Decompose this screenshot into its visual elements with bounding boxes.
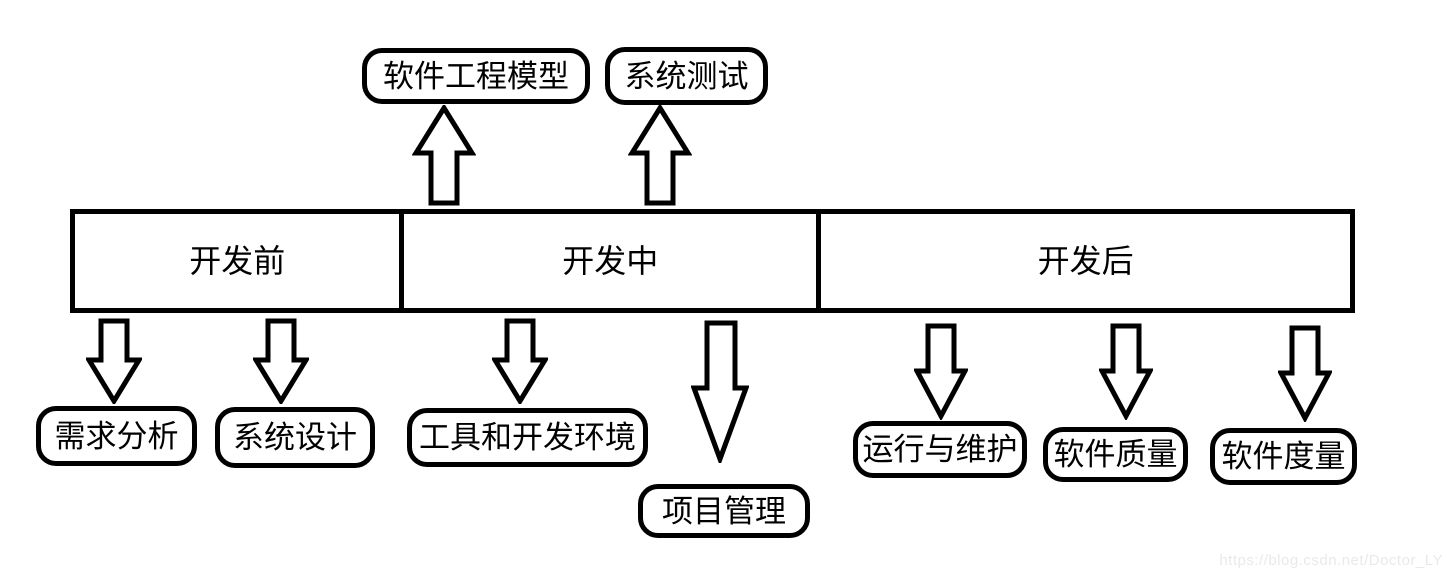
node-tools-and-dev-environment: 工具和开发环境 <box>407 408 648 467</box>
node-system-test: 系统测试 <box>605 47 768 105</box>
node-system-design: 系统设计 <box>215 407 375 468</box>
down-arrow-icon <box>1278 325 1332 422</box>
node-label: 软件度量 <box>1221 439 1346 474</box>
down-arrow-icon <box>691 320 749 463</box>
node-software-metrics: 软件度量 <box>1210 428 1357 485</box>
node-project-management: 项目管理 <box>638 484 810 538</box>
down-arrow-icon <box>253 318 309 404</box>
phase-bar: 开发前 开发中 开发后 <box>70 209 1355 313</box>
node-operation-and-maintenance: 运行与维护 <box>853 421 1027 478</box>
node-software-quality: 软件质量 <box>1043 427 1188 482</box>
node-label: 运行与维护 <box>862 432 1018 467</box>
phase-label: 开发后 <box>1037 243 1134 279</box>
node-label: 软件质量 <box>1053 437 1178 472</box>
down-arrow-icon <box>492 318 548 404</box>
phase-label: 开发前 <box>189 243 286 279</box>
up-arrow-icon <box>412 105 476 206</box>
up-arrow-icon <box>628 105 692 206</box>
down-arrow-icon <box>86 318 142 404</box>
node-label: 项目管理 <box>662 493 786 529</box>
node-label: 需求分析 <box>54 418 179 454</box>
node-label: 工具和开发环境 <box>419 420 636 455</box>
down-arrow-icon <box>914 323 968 420</box>
watermark: https://blog.csdn.net/Doctor_LY <box>1219 552 1443 569</box>
phase-in-development: 开发中 <box>399 214 822 308</box>
node-software-engineering-model: 软件工程模型 <box>362 48 590 104</box>
phase-post-development: 开发后 <box>821 214 1350 308</box>
node-label: 系统测试 <box>624 58 749 94</box>
node-label: 软件工程模型 <box>383 58 569 94</box>
phase-label: 开发中 <box>562 243 659 279</box>
node-requirements-analysis: 需求分析 <box>36 406 197 466</box>
phase-pre-development: 开发前 <box>75 214 399 308</box>
down-arrow-icon <box>1099 323 1153 420</box>
node-label: 系统设计 <box>233 420 357 455</box>
